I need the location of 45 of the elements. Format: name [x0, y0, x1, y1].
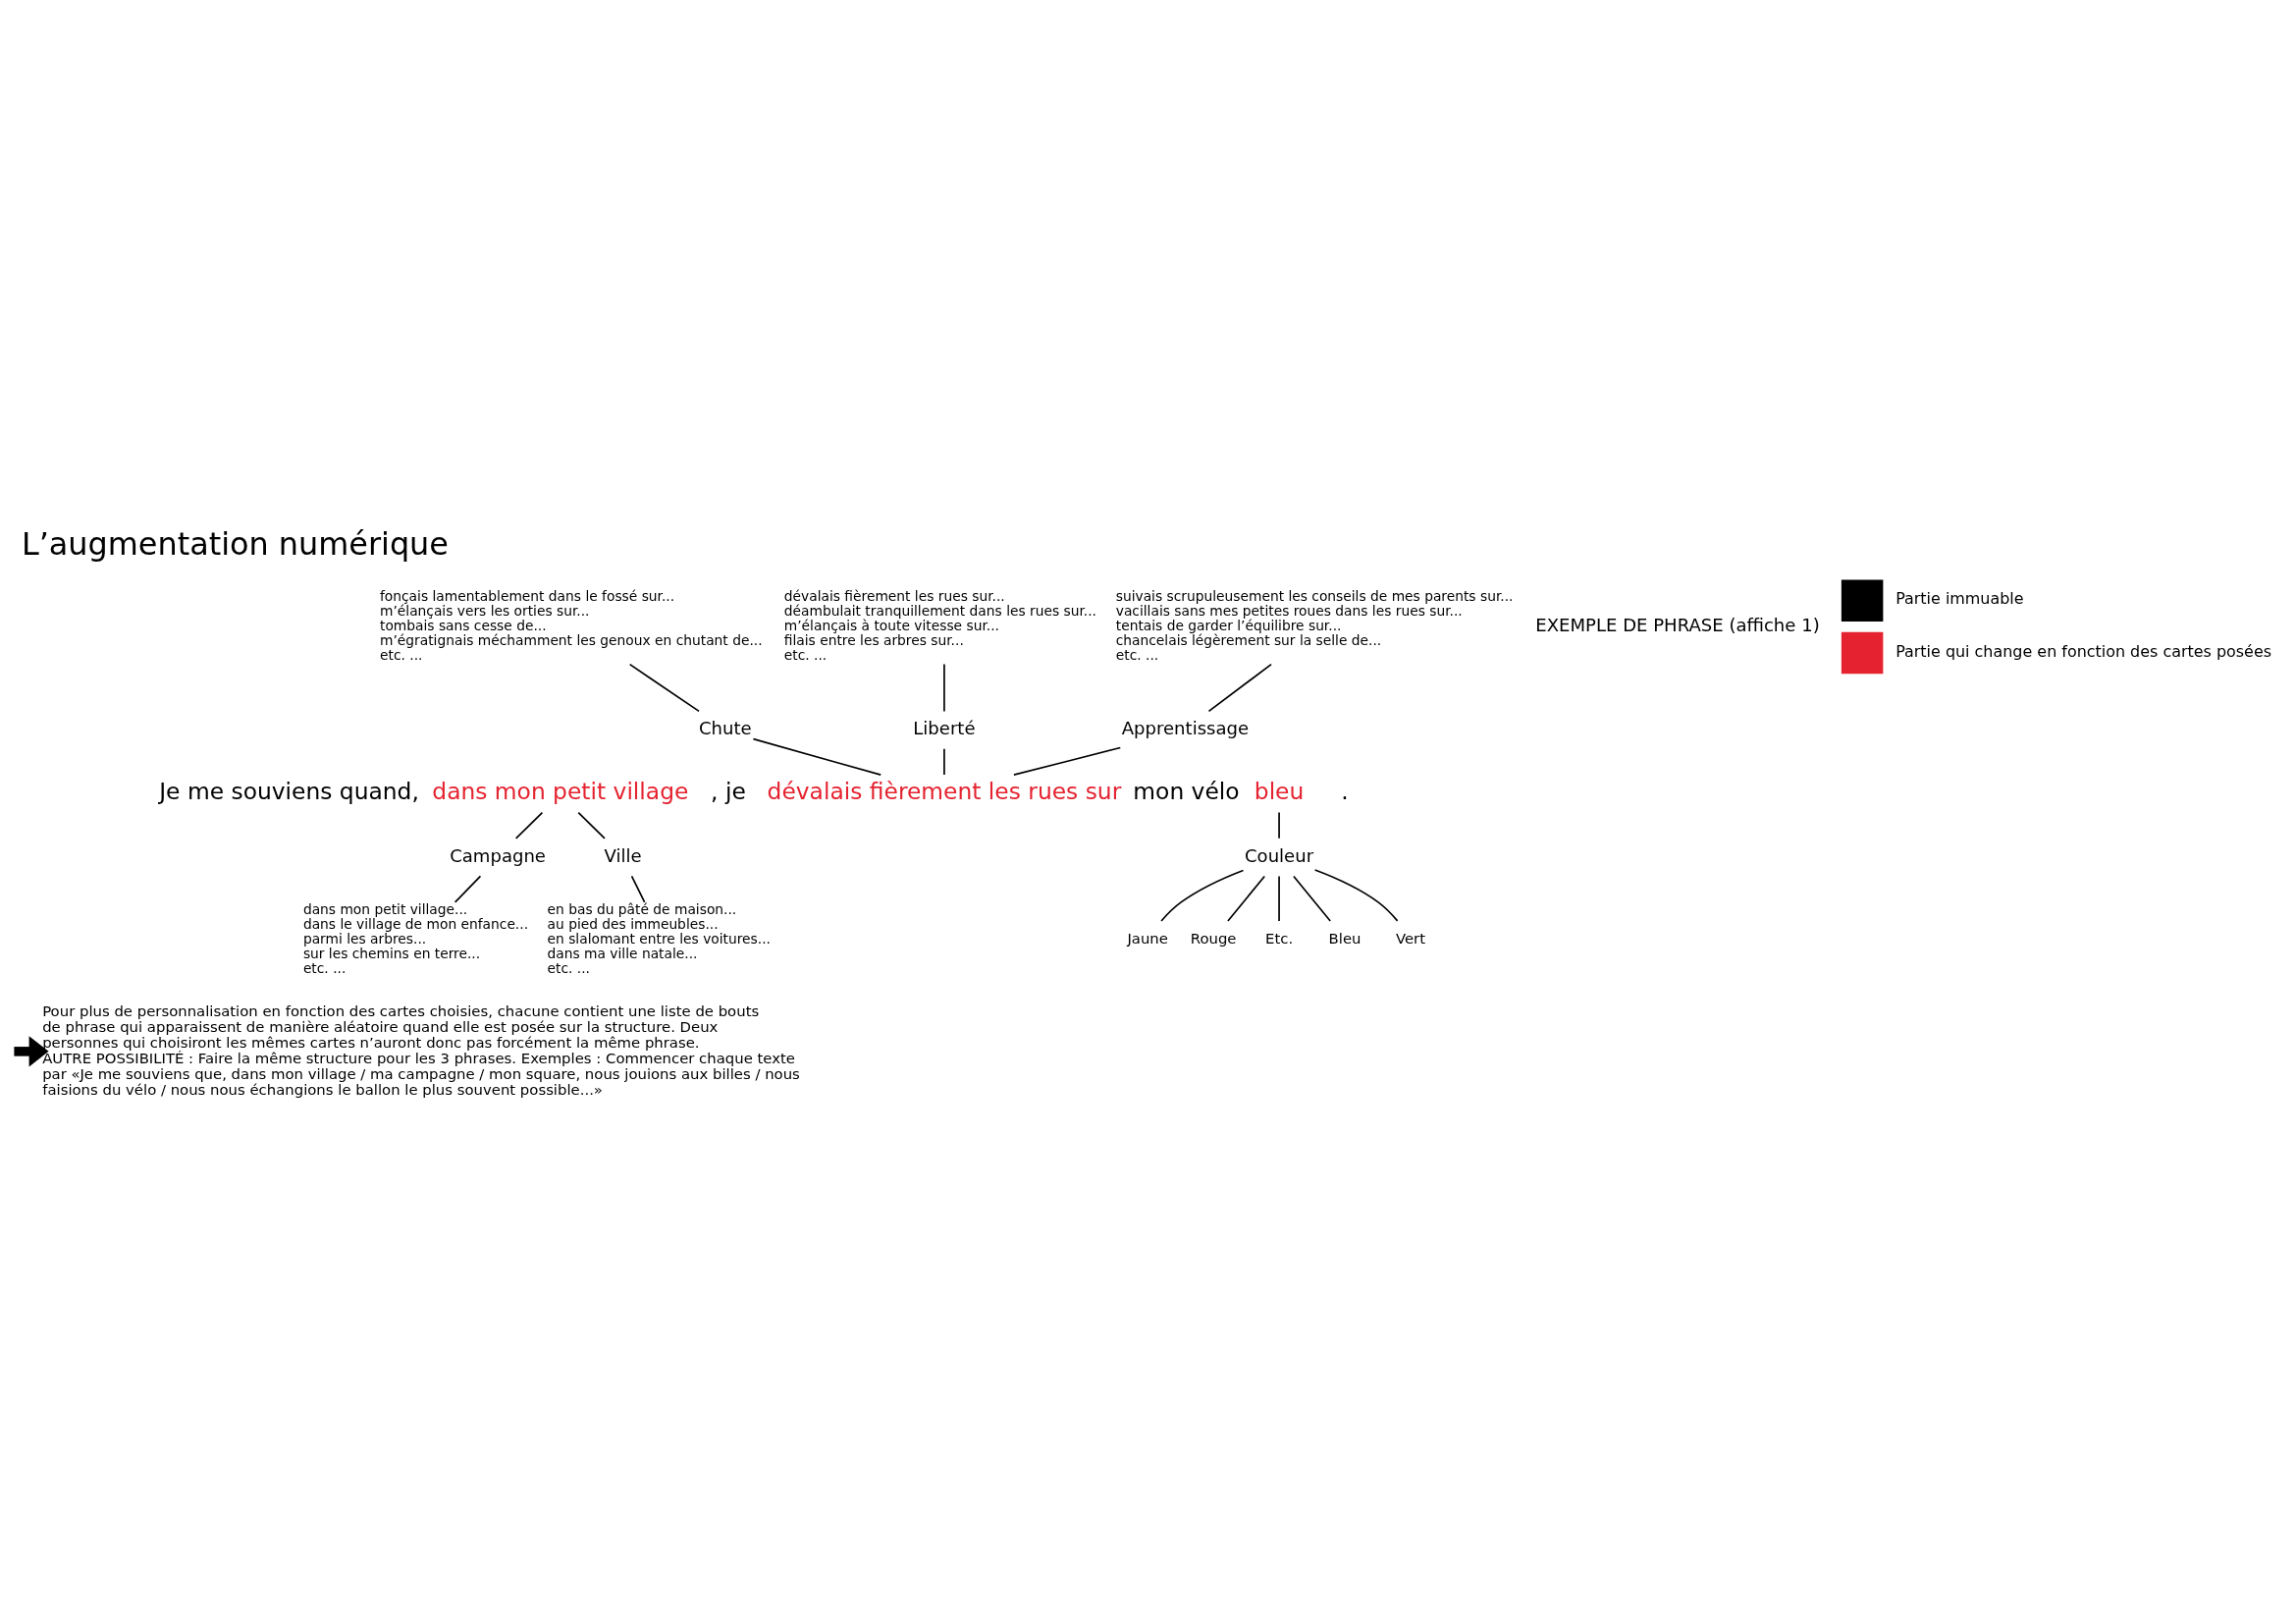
arrow [14, 1035, 49, 1067]
node-text: Ville [604, 844, 642, 866]
node-text: Vert [1395, 929, 1426, 947]
node-text: Campagne [450, 844, 546, 866]
connector [1160, 869, 1245, 922]
label: EXEMPLE DE PHRASE (affiche 1) [1535, 614, 1820, 635]
node-text: Pour plus de personnalisation en fonction des cartes choisies, chacune contient une liste de bouts de phrase qui apparaissent de manière aléatoire quand elle est posée sur la structure. Deux personnes qui choisiront les mêmes cartes n’auront donc pas forcément la même phrase. AUTRE POSSIBILITÉ : Faire la même structure pour les 3 phrases. Exemples : Commencer chaque texte par «Je me souviens que, dans mon village / ma campagne / mon square, nous jouions aux billes / nous faisions du vélo / nous nous échangions le ballon le plus souvent possible...» [42, 1001, 800, 1099]
node-text: dans mon petit village... dans le village de mon enfance... parmi les arbres... sur les chemins en terre... etc. ... [302, 900, 529, 976]
connector [1278, 875, 1280, 922]
connector [628, 663, 700, 712]
node-text: suivais scrupuleusement les conseils de mes parents sur... vacillais sans mes petites roues dans les rues sur... tentais de garder l’équilibre sur... chancelais légèrement sur la selle de... etc. ... [1115, 587, 1514, 663]
connector [454, 875, 482, 903]
connector [1013, 746, 1122, 776]
node-text: Couleur [1245, 844, 1314, 866]
label: mon vélo [1133, 777, 1240, 805]
node-text: Bleu [1328, 929, 1362, 947]
node-text: Etc. [1265, 929, 1294, 947]
connector [577, 811, 606, 839]
label: Je me souviens quand, [159, 777, 419, 805]
connector [1293, 875, 1332, 922]
connector [1278, 811, 1280, 839]
node-text: dans mon petit village [432, 777, 689, 805]
node-text: Jaune [1127, 929, 1168, 947]
connector [1207, 663, 1272, 712]
node-text: dévalais fièrement les rues sur [767, 777, 1122, 805]
node-text: bleu [1254, 777, 1305, 805]
connector [514, 811, 544, 839]
node-text: fonçais lamentablement dans le fossé sur... m’élançais vers les orties sur... tombais sans cesse de... m’égratignais méchamment les genoux en chutant de... etc. ... [379, 587, 763, 663]
diagram-title: L’augmentation numérique [21, 524, 449, 563]
node-text: Rouge [1190, 929, 1237, 947]
node-text: Liberté [913, 717, 976, 738]
connector [943, 747, 945, 776]
label: . [1341, 777, 1349, 805]
node-text: dévalais fièrement les rues sur... déambulait tranquillement dans les rues sur... m’élançais à toute vitesse sur... filais entre les arbres sur... etc. ... [783, 587, 1096, 663]
connector [752, 737, 882, 776]
node-text: Chute [698, 717, 752, 738]
connector [1313, 868, 1399, 922]
connector [630, 875, 646, 903]
label: , je [711, 777, 746, 805]
node-text: en bas du pâté de maison... au pied des immeubles... en slalomant entre les voitures... dans ma ville natale... etc. ... [547, 900, 771, 976]
node-text: Apprentissage [1121, 717, 1250, 738]
connector [943, 663, 945, 712]
legend-label: Partie qui change en fonction des cartes posées [1896, 641, 2272, 661]
legend-label: Partie immuable [1896, 588, 2024, 608]
connector [1227, 875, 1266, 922]
